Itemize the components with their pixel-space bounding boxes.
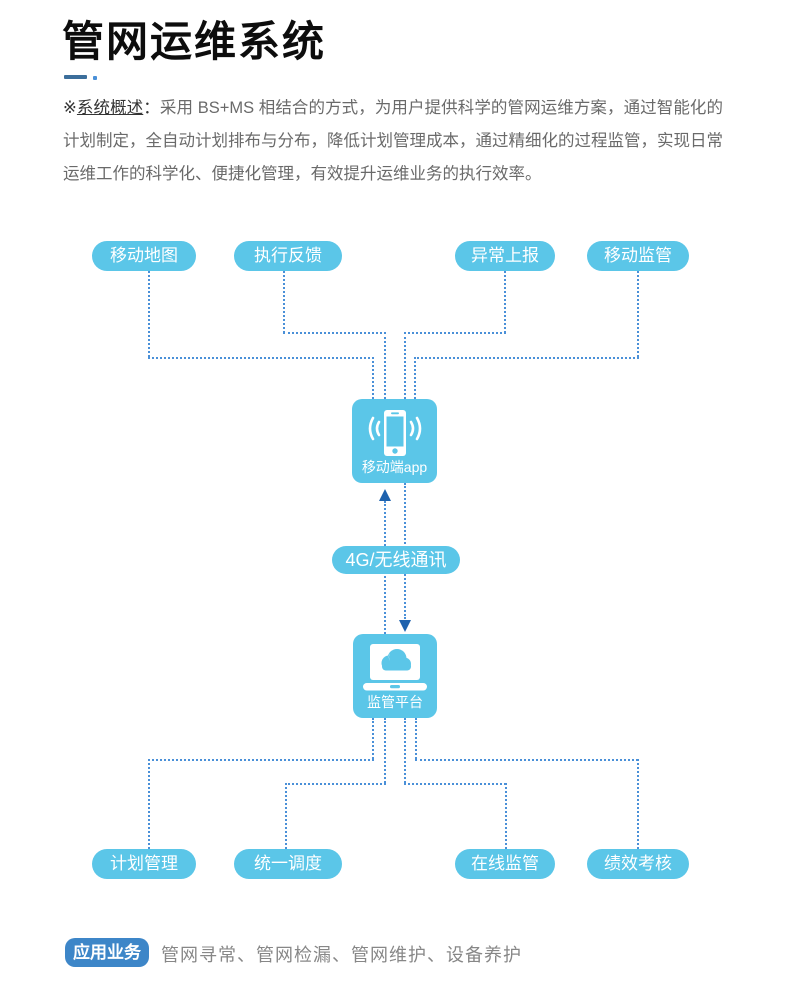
arrow-down-icon	[399, 620, 411, 632]
dotted-connector	[384, 718, 386, 783]
dotted-connector	[404, 783, 506, 785]
node-exception-report: 异常上报	[455, 241, 555, 271]
dotted-connector	[505, 783, 507, 849]
dotted-connector	[148, 271, 150, 357]
overview-colon: ：	[143, 99, 160, 117]
node-online-monitoring: 在线监管	[455, 849, 555, 879]
dotted-connector	[414, 357, 639, 359]
node-mobile-map: 移动地图	[92, 241, 196, 271]
smartphone-signal-icon	[352, 409, 437, 459]
title-divider-dot	[93, 76, 97, 80]
dotted-connector	[148, 357, 374, 359]
node-mobile-app: 移动端app	[352, 399, 437, 483]
dotted-connector	[283, 271, 285, 333]
dotted-connector	[384, 332, 386, 399]
dotted-connector	[372, 357, 374, 399]
node-unified-dispatch: 统一调度	[234, 849, 342, 879]
platform-label: 监管平台	[367, 694, 423, 710]
title-divider-dash	[64, 75, 87, 79]
dotted-connector	[415, 759, 638, 761]
node-execution-feedback: 执行反馈	[234, 241, 342, 271]
node-performance-assessment: 绩效考核	[587, 849, 689, 879]
overview-label: 系统概述	[76, 99, 144, 117]
dotted-connector	[637, 759, 639, 849]
dotted-connector	[504, 271, 506, 333]
node-4g-wireless-link: 4G/无线通讯	[332, 546, 460, 574]
dotted-connector	[285, 783, 287, 849]
application-business-items: 管网寻常、管网检漏、管网维护、设备养护	[161, 945, 522, 965]
dotted-connector	[285, 783, 386, 785]
dotted-connector	[404, 332, 506, 334]
dotted-connector	[414, 357, 416, 399]
node-supervision-platform: 监管平台	[353, 634, 437, 718]
node-mobile-supervision: 移动监管	[587, 241, 689, 271]
system-overview: ※系统概述：采用 BS+MS 相结合的方式，为用户提供科学的管网运维方案，通过智…	[63, 92, 723, 191]
dotted-connector	[148, 759, 150, 849]
dotted-connector	[372, 718, 374, 759]
arrow-up-icon	[379, 489, 391, 501]
laptop-cloud-icon	[353, 644, 437, 692]
mobile-app-label: 移动端app	[361, 459, 428, 475]
application-business-badge: 应用业务	[65, 938, 149, 967]
dotted-connector	[415, 718, 417, 759]
dotted-connector	[637, 271, 639, 357]
page-title: 管网运维系统	[62, 18, 327, 65]
overview-body: 采用 BS+MS 相结合的方式，为用户提供科学的管网运维方案，通过智能化的计划制…	[63, 99, 724, 183]
node-plan-management: 计划管理	[92, 849, 196, 879]
dotted-connector	[283, 332, 386, 334]
dotted-connector	[148, 759, 374, 761]
overview-marker: ※	[63, 99, 77, 117]
dotted-connector	[404, 332, 406, 399]
dotted-connector	[404, 718, 406, 783]
